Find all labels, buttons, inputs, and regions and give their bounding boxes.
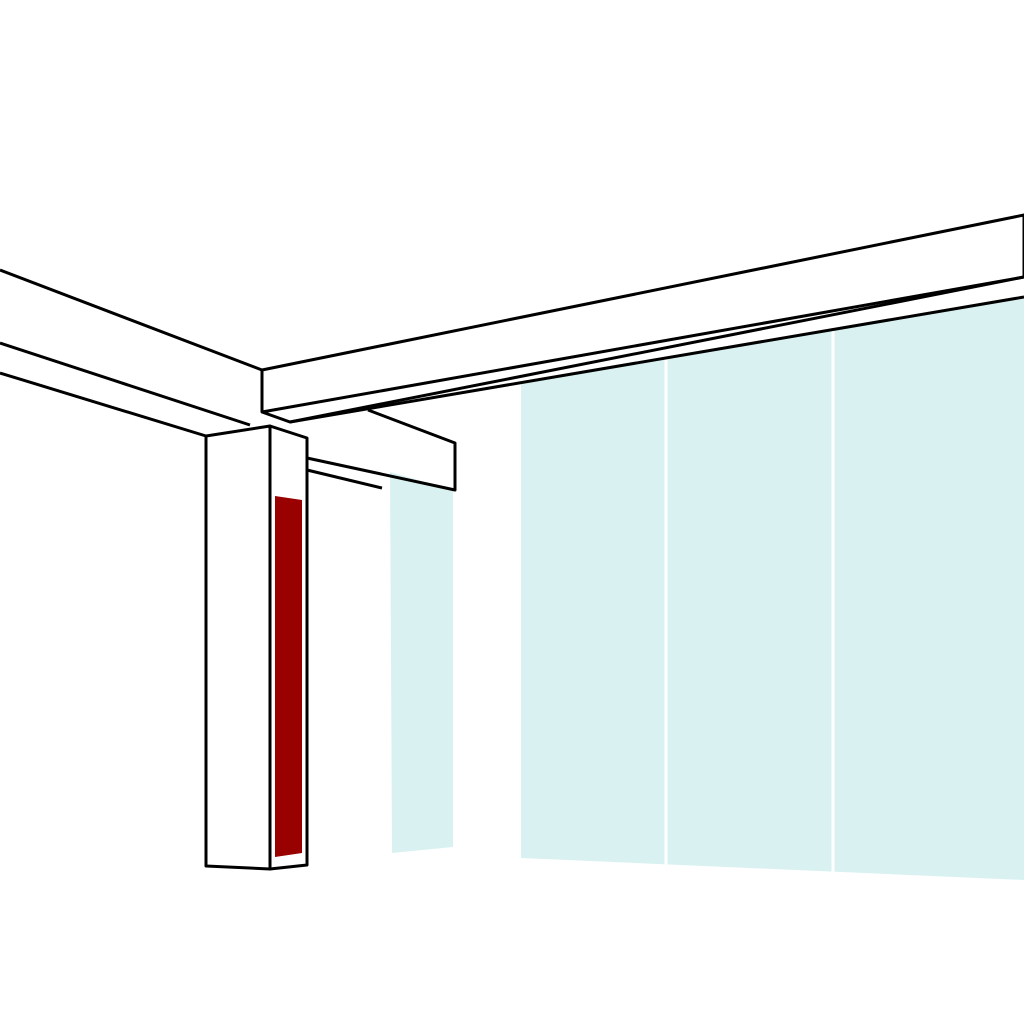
left-beam [0, 268, 457, 492]
glass-wall-far [386, 470, 453, 853]
red-accent-strip [275, 496, 302, 857]
glass-panel-left [390, 472, 453, 853]
right-beam [260, 213, 1024, 424]
glass-wall-right [521, 298, 1024, 880]
glass-panel-right [521, 298, 1024, 880]
